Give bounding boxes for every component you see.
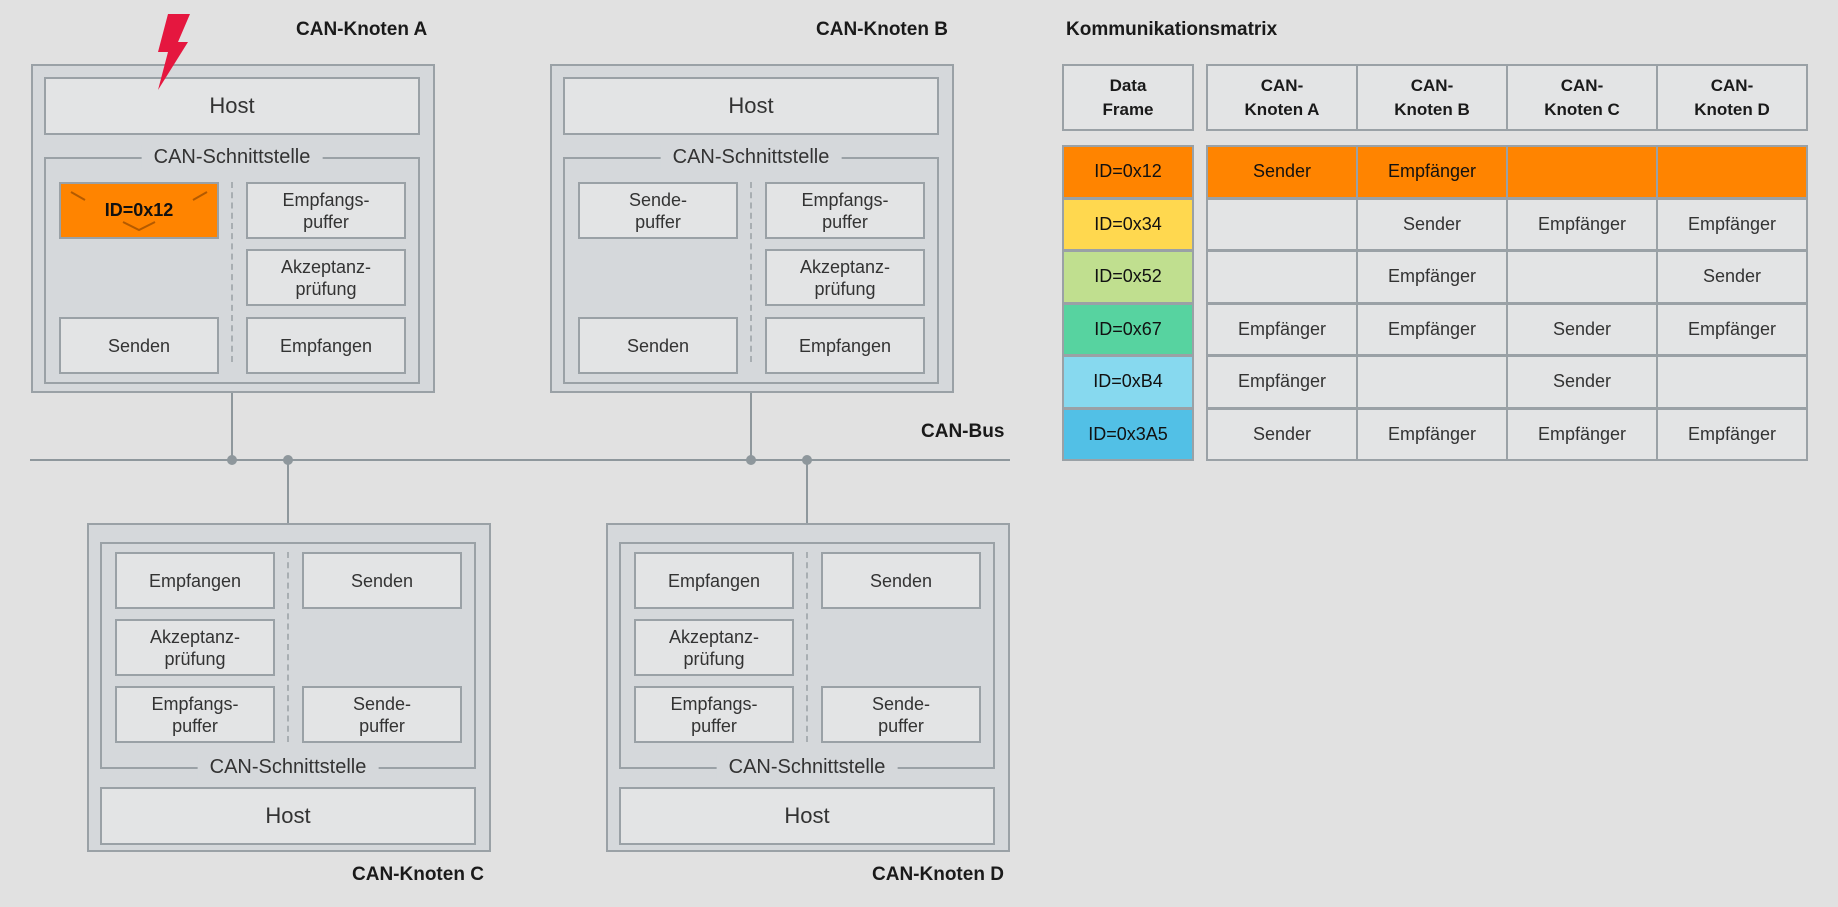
- matrix-cell: Empfänger: [1656, 302, 1808, 356]
- node-d-interface-label: CAN-Schnittstelle: [716, 755, 898, 779]
- node-c-send: Senden: [302, 552, 462, 609]
- node-a-rx-buffer: Empfangs- puffer: [246, 182, 406, 239]
- node-d-title: CAN-Knoten D: [872, 864, 1004, 885]
- matrix-cell: Sender: [1206, 145, 1358, 199]
- node-c-interface-label: CAN-Schnittstelle: [197, 755, 379, 779]
- node-d-divider: [806, 552, 808, 742]
- node-b-acceptance: Akzeptanz- prüfung: [765, 249, 925, 306]
- matrix-row-id: ID=0x52: [1062, 250, 1194, 304]
- matrix-header-node-b: CAN- Knoten B: [1356, 64, 1508, 131]
- matrix-cell: [1206, 197, 1358, 251]
- node-a-divider: [231, 182, 233, 362]
- node-c-acceptance: Akzeptanz- prüfung: [115, 619, 275, 676]
- matrix-row-id: ID=0x3A5: [1062, 407, 1194, 461]
- node-b-title: CAN-Knoten B: [816, 19, 948, 40]
- node-a-host: Host: [44, 77, 420, 135]
- node-b-host: Host: [563, 77, 939, 135]
- matrix-cell: Empfänger: [1656, 197, 1808, 251]
- bus-label: CAN-Bus: [921, 421, 1005, 442]
- matrix-frame-header: Data Frame: [1062, 64, 1194, 131]
- matrix-cell: [1656, 355, 1808, 409]
- matrix-cell: Sender: [1656, 250, 1808, 304]
- node-c-title: CAN-Knoten C: [352, 864, 484, 885]
- matrix-title: Kommunikationsmatrix: [1066, 19, 1278, 40]
- node-a-message-label: ID=0x12: [104, 200, 174, 220]
- node-d-tx-buffer: Sende- puffer: [821, 686, 981, 743]
- matrix-cell: Empfänger: [1656, 407, 1808, 461]
- node-c-rx-buffer: Empfangs- puffer: [115, 686, 275, 743]
- node-b-tx-buffer: Sende- puffer: [578, 182, 738, 239]
- matrix-cell: Sender: [1206, 407, 1358, 461]
- matrix-cell: Sender: [1506, 355, 1658, 409]
- node-d-host: Host: [619, 787, 995, 845]
- matrix-cell: [1356, 355, 1508, 409]
- matrix-row-id: ID=0xB4: [1062, 355, 1194, 409]
- matrix-cell: Empfänger: [1206, 302, 1358, 356]
- node-b-divider: [750, 182, 752, 362]
- matrix-cell: Empfänger: [1206, 355, 1358, 409]
- node-d-rx-buffer: Empfangs- puffer: [634, 686, 794, 743]
- node-d-send: Senden: [821, 552, 981, 609]
- matrix-row-id: ID=0x67: [1062, 302, 1194, 356]
- matrix-header-node-a: CAN- Knoten A: [1206, 64, 1358, 131]
- node-a-interface-label: CAN-Schnittstelle: [141, 145, 323, 169]
- lightning-bolt-icon: [158, 14, 190, 90]
- envelope-icon: [70, 191, 208, 232]
- matrix-header-node-c: CAN- Knoten C: [1506, 64, 1658, 131]
- matrix-cell: Empfänger: [1356, 407, 1508, 461]
- matrix-header-node-d: CAN- Knoten D: [1656, 64, 1808, 131]
- node-a-send: Senden: [59, 317, 219, 374]
- matrix-cell: [1506, 250, 1658, 304]
- matrix-cell: [1656, 145, 1808, 199]
- matrix-cell: Empfänger: [1356, 145, 1508, 199]
- node-d-receive: Empfangen: [634, 552, 794, 609]
- node-c-divider: [287, 552, 289, 742]
- node-d-acceptance: Akzeptanz- prüfung: [634, 619, 794, 676]
- node-a-acceptance: Akzeptanz- prüfung: [246, 249, 406, 306]
- node-c-host: Host: [100, 787, 476, 845]
- node-b-rx-buffer: Empfangs- puffer: [765, 182, 925, 239]
- node-b-interface-label: CAN-Schnittstelle: [660, 145, 842, 169]
- matrix-cell: [1206, 250, 1358, 304]
- matrix-cell: [1506, 145, 1658, 199]
- matrix-cell: Empfänger: [1356, 250, 1508, 304]
- node-b-receive: Empfangen: [765, 317, 925, 374]
- matrix-cell: Empfänger: [1356, 302, 1508, 356]
- matrix-cell: Sender: [1356, 197, 1508, 251]
- matrix-row-id: ID=0x34: [1062, 197, 1194, 251]
- matrix-row-id: ID=0x12: [1062, 145, 1194, 199]
- node-c-tx-buffer: Sende- puffer: [302, 686, 462, 743]
- node-b-send: Senden: [578, 317, 738, 374]
- matrix-cell: Sender: [1506, 302, 1658, 356]
- node-a-receive: Empfangen: [246, 317, 406, 374]
- matrix-cell: Empfänger: [1506, 407, 1658, 461]
- node-a-message: ID=0x12: [59, 182, 219, 239]
- node-a-title: CAN-Knoten A: [296, 19, 428, 40]
- node-c-receive: Empfangen: [115, 552, 275, 609]
- matrix-cell: Empfänger: [1506, 197, 1658, 251]
